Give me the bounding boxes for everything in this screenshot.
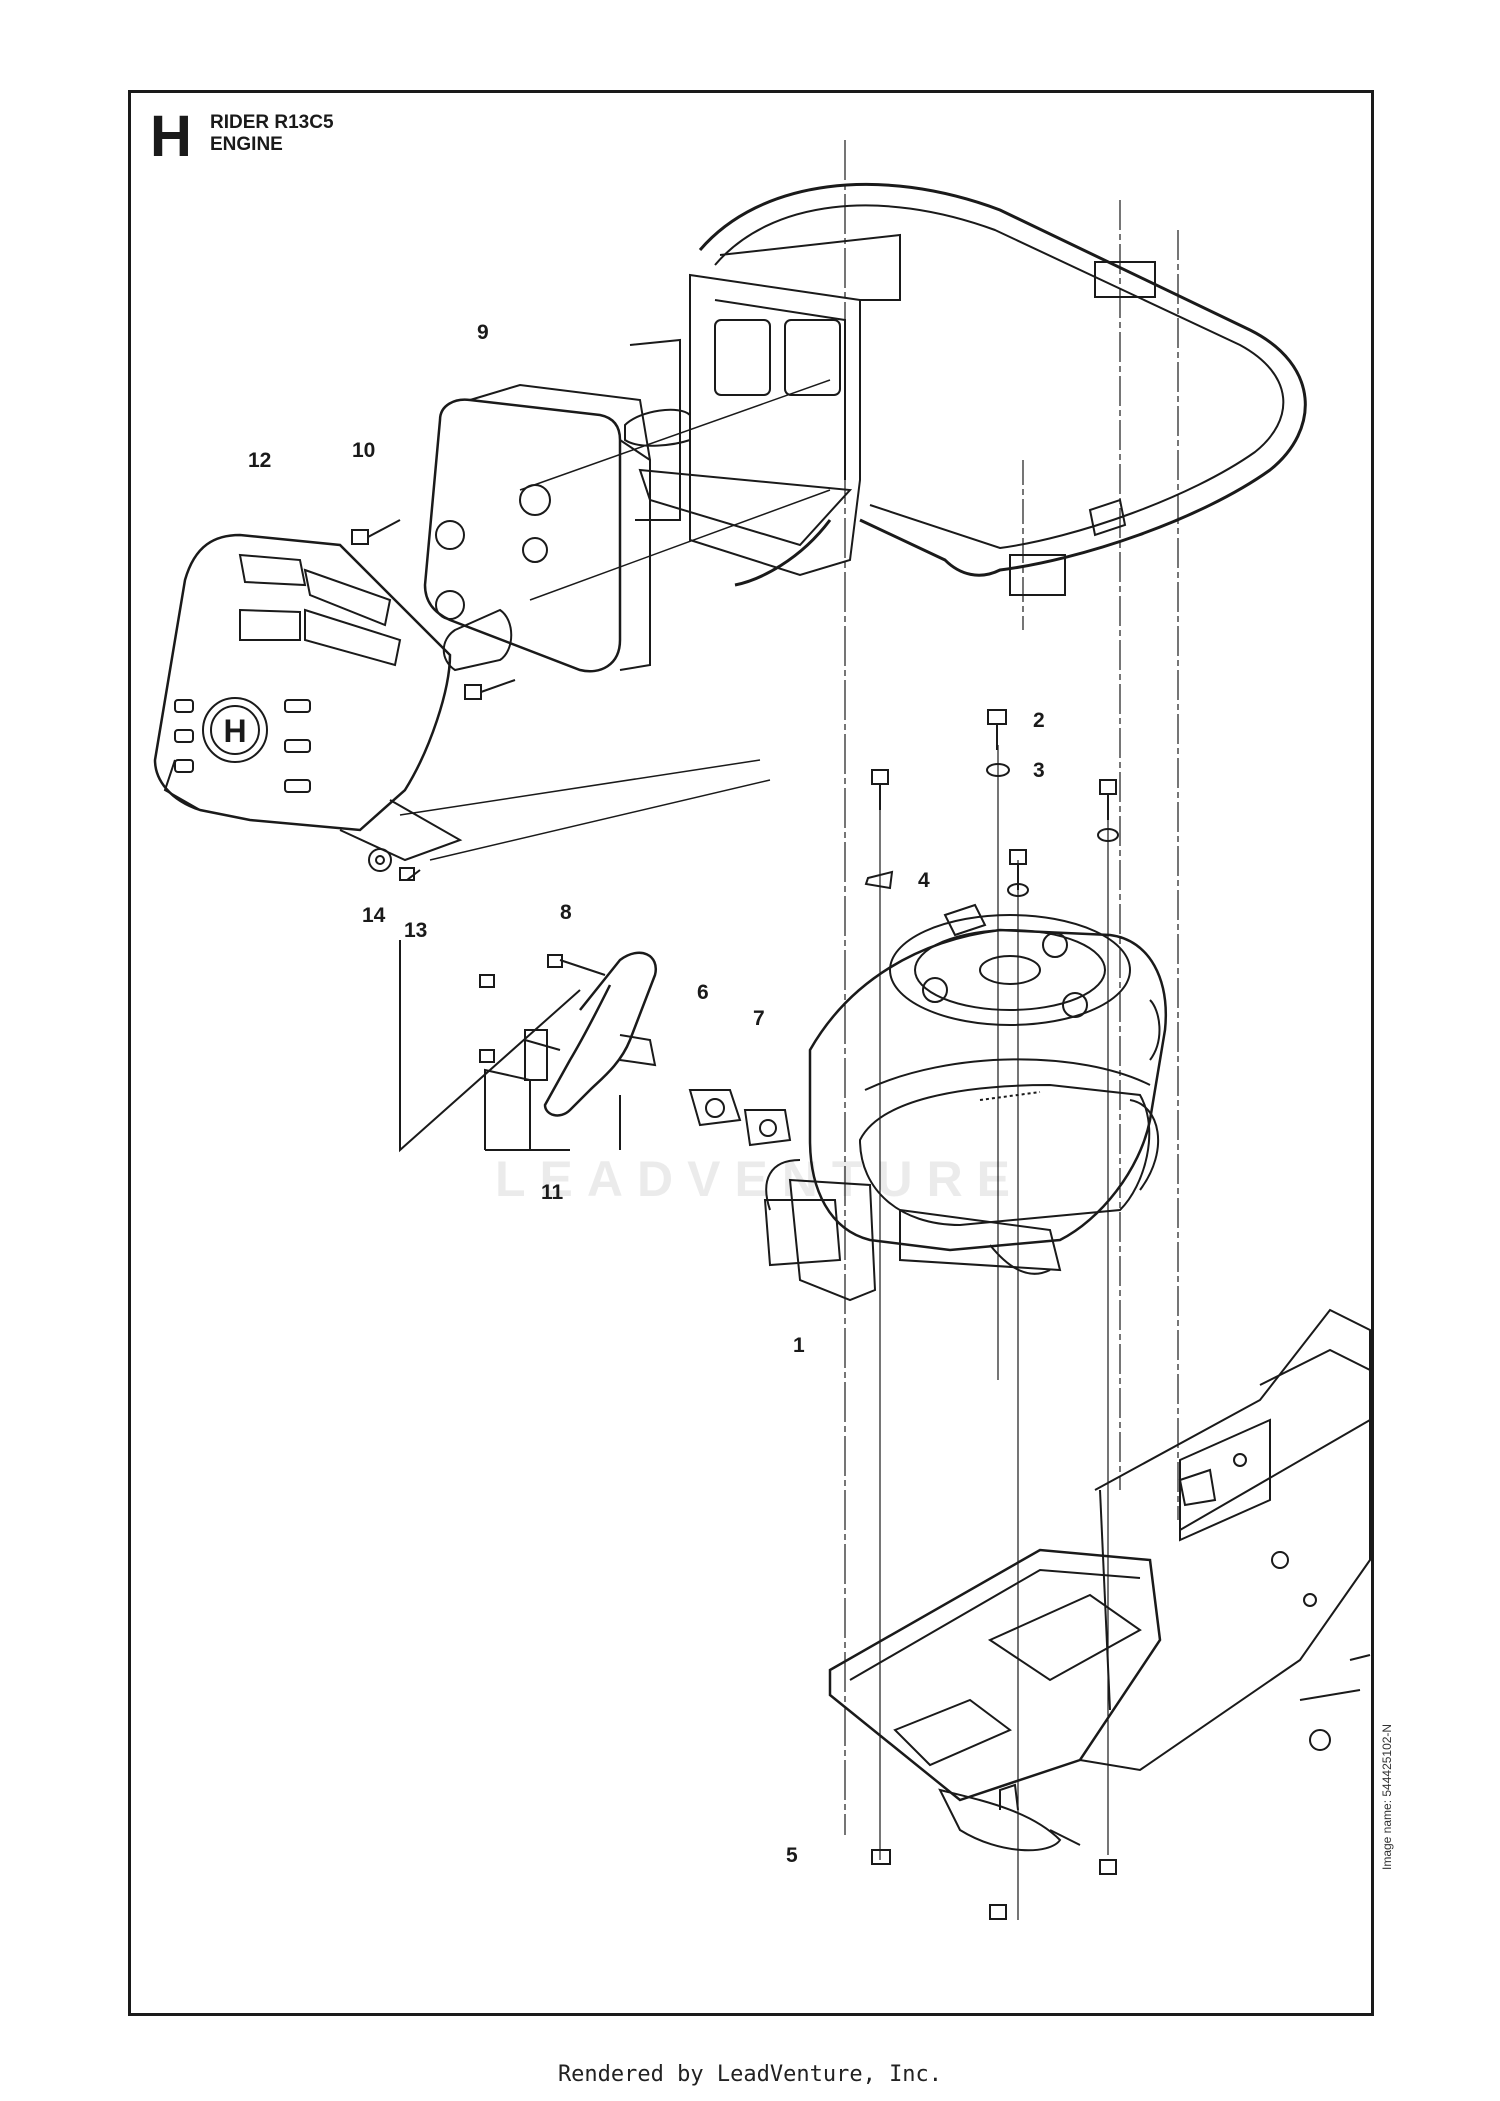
bolt-10-head (351, 529, 369, 545)
washer-14 (368, 848, 392, 872)
callout-6[interactable]: 6 (697, 981, 709, 1004)
lock-washer-4 (864, 870, 894, 890)
frame-bar-inner (714, 204, 1285, 550)
assembly-title: ENGINE (210, 134, 283, 155)
bracket-slot (624, 408, 691, 447)
frame-bracket-right (1094, 261, 1156, 298)
bolt-2-head (987, 709, 1007, 725)
heat-shield (153, 533, 452, 832)
panel-window-1 (714, 319, 771, 396)
callout-7[interactable]: 7 (753, 1007, 765, 1030)
callout-2[interactable]: 2 (1033, 709, 1045, 732)
nut-5 (871, 1849, 891, 1865)
callout-13[interactable]: 13 (404, 919, 428, 942)
callout-3[interactable]: 3 (1033, 759, 1045, 782)
footer-credit: Rendered by LeadVenture, Inc. (557, 2062, 943, 2087)
callout-9[interactable]: 9 (477, 321, 489, 344)
svg-text:H: H (223, 713, 246, 749)
engine-top-cover (889, 914, 1131, 1026)
muffler-port-top (519, 484, 551, 516)
bolt-13-head (399, 867, 415, 881)
rear-bracket-top (719, 233, 901, 301)
callout-1[interactable]: 1 (793, 1334, 805, 1357)
nut-top (479, 974, 495, 988)
callout-11[interactable]: 11 (541, 1181, 564, 1204)
muffler-port-right (522, 537, 548, 563)
engine-block (808, 928, 1167, 1252)
chassis-side (1079, 1308, 1371, 1772)
bolt-8 (559, 959, 606, 976)
image-name-label: Image name: 544425102-N (1380, 1723, 1394, 1870)
washer-3 (986, 763, 1010, 777)
callout-8[interactable]: 8 (560, 901, 572, 924)
leader-8-11 (399, 940, 581, 1153)
frame-bracket-mid (1009, 554, 1066, 596)
oil-cap (943, 903, 987, 937)
nut-bottom (479, 1049, 495, 1063)
gasket-7 (743, 1109, 792, 1147)
callout-12[interactable]: 12 (248, 449, 272, 472)
gasket-6 (688, 1089, 742, 1127)
muffler-outlet (442, 608, 513, 672)
pedal-bracket (938, 1788, 1062, 1852)
panel-window-2 (784, 319, 841, 396)
husqvarna-logo (202, 697, 268, 763)
muffler-housing (423, 398, 622, 673)
frame-bar (698, 182, 1307, 577)
title-block: RIDER R13C5 ENGINE (210, 112, 334, 156)
model-title: RIDER R13C5 (210, 112, 334, 133)
section-letter: H (150, 104, 192, 169)
callout-4[interactable]: 4 (918, 869, 930, 892)
callout-5[interactable]: 5 (786, 1844, 798, 1867)
engine-mount-plate (828, 1548, 1162, 1802)
callout-14[interactable]: 14 (362, 904, 386, 927)
air-filter-box (858, 1083, 1151, 1227)
ignition-coil (763, 1199, 842, 1267)
watermark: LEADVENTURE (495, 1151, 1025, 1207)
callout-10[interactable]: 10 (352, 439, 376, 462)
exhaust-pipe (543, 951, 658, 1117)
frame-tube (734, 519, 832, 587)
clamp (524, 1029, 548, 1081)
diagram-frame (128, 90, 1374, 2016)
